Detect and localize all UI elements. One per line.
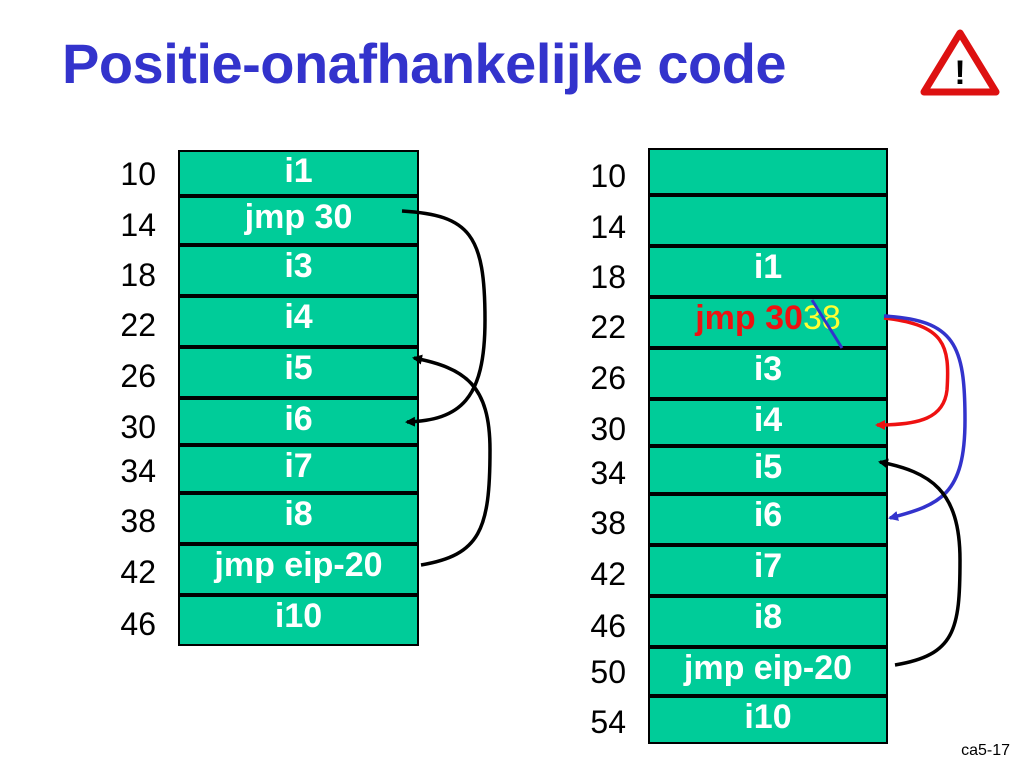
right-address: 26: [590, 360, 626, 396]
warning-exclamation: !: [954, 54, 965, 92]
memory-cell: i8: [178, 493, 419, 544]
right-address: 46: [590, 608, 626, 644]
memory-cell: i8: [648, 596, 888, 647]
memory-cell: i1: [178, 150, 419, 196]
memory-cell: jmp 30: [178, 196, 419, 245]
memory-cell: i7: [648, 545, 888, 596]
right-address: 18: [590, 259, 626, 295]
right-address: 22: [590, 309, 626, 345]
slide-number: ca5-17: [961, 742, 1010, 759]
memory-cell: i10: [178, 595, 419, 646]
right-address: 34: [590, 455, 626, 491]
left-address: 38: [120, 503, 156, 539]
right-address: 14: [590, 209, 626, 245]
memory-cell: i6: [648, 494, 888, 545]
patched-new-target: 38: [802, 299, 841, 337]
memory-cell: i3: [648, 348, 888, 399]
left-jmp-eip-arrow: [412, 354, 492, 567]
memory-cell: i10: [648, 696, 888, 744]
left-address: 10: [120, 156, 156, 192]
memory-cell: i4: [178, 296, 419, 347]
warning-triangle-icon: !: [920, 29, 1000, 96]
right-address: 10: [590, 158, 626, 194]
memory-cell: i5: [178, 347, 419, 398]
memory-cell: jmp eip-20: [648, 647, 888, 696]
memory-cell: i7: [178, 445, 419, 493]
slide-title: Positie-onafhankelijke code: [62, 32, 787, 95]
left-address: 34: [120, 453, 156, 489]
right-address: 50: [590, 654, 626, 690]
patched-old-instruction: jmp 30: [695, 299, 803, 337]
left-address: 18: [120, 257, 156, 293]
left-address: 46: [120, 606, 156, 642]
left-address: 14: [120, 207, 156, 243]
memory-cell: i3: [178, 245, 419, 296]
left-address: 26: [120, 358, 156, 394]
memory-cell: i5: [648, 446, 888, 494]
right-jmp38-blue-arrow: [883, 314, 967, 521]
right-address: 42: [590, 556, 626, 592]
left-address: 22: [120, 307, 156, 343]
memory-cell: i1: [648, 246, 888, 297]
right-address: 38: [590, 505, 626, 541]
right-address: 54: [590, 704, 626, 740]
memory-cell: i4: [648, 399, 888, 446]
memory-cell: jmp eip-20: [178, 544, 419, 595]
left-address: 42: [120, 554, 156, 590]
left-address: 30: [120, 409, 156, 445]
memory-cell: i6: [178, 398, 419, 445]
right-address: 30: [590, 411, 626, 447]
right-jmp-eip-arrow: [878, 458, 962, 667]
memory-cell-empty: [648, 195, 888, 246]
memory-cell-empty: [648, 148, 888, 195]
